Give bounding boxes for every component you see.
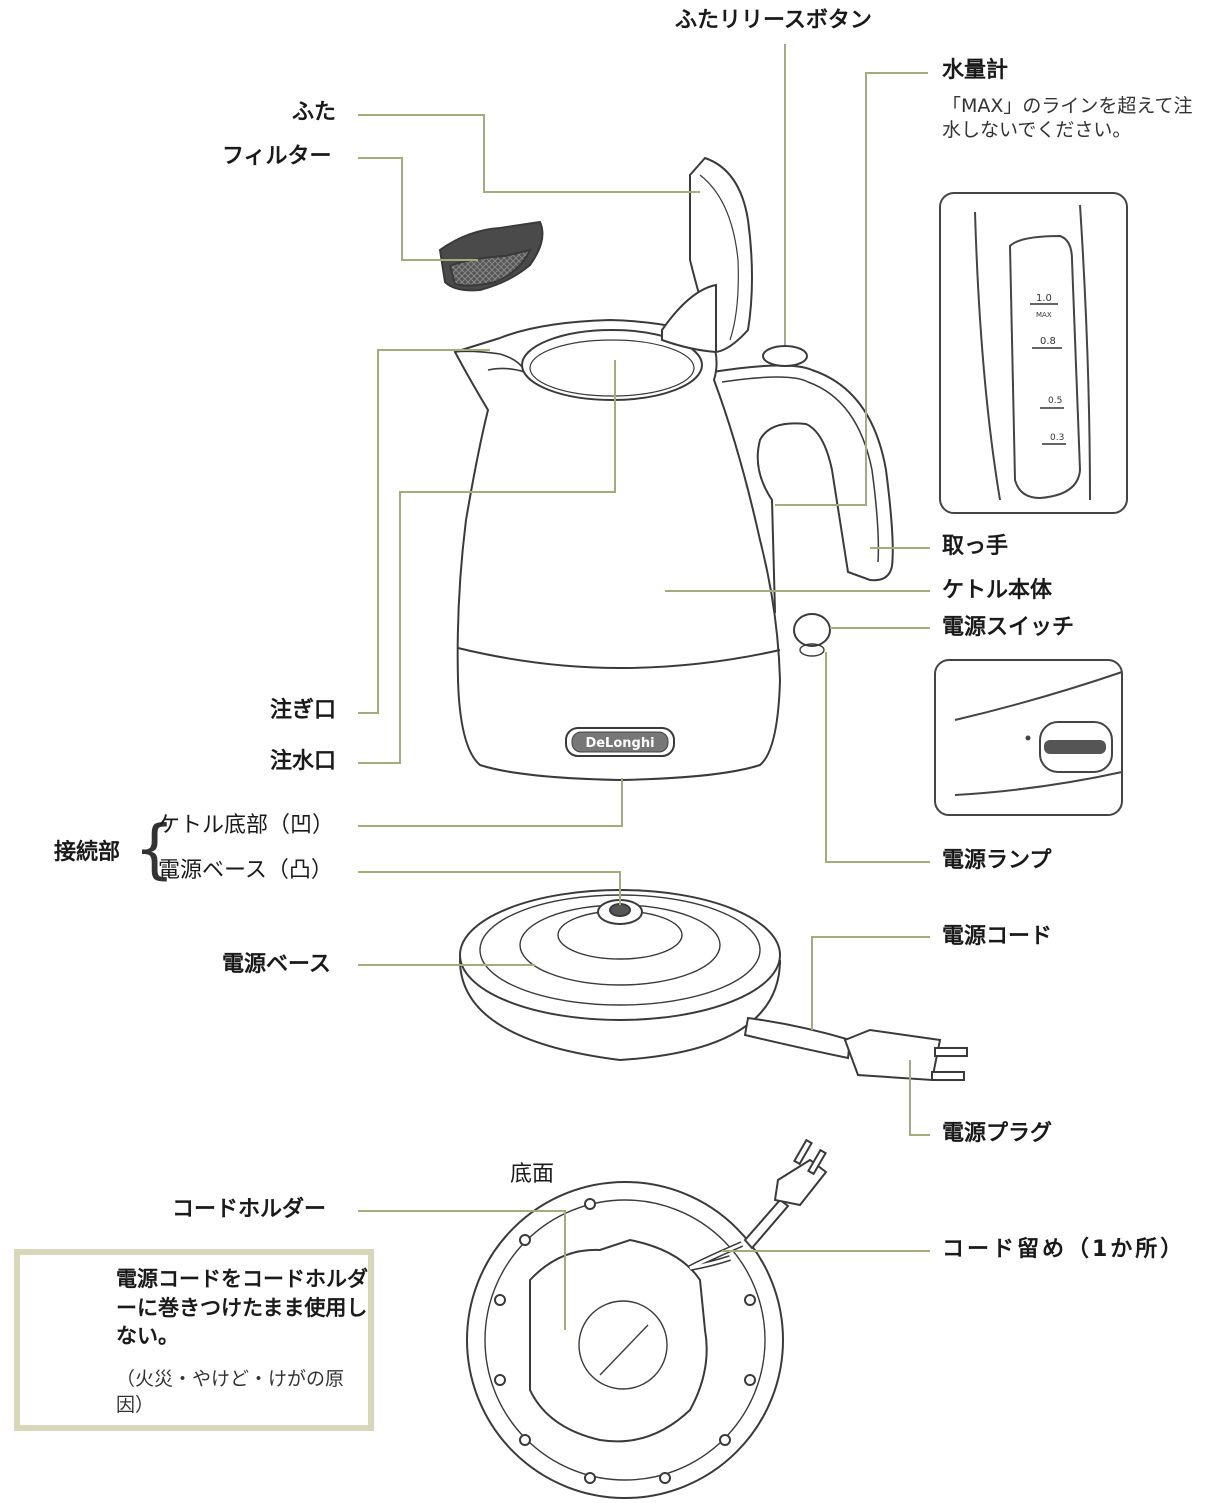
warning-bold-text: 電源コードをコードホルダーに巻きつけたまま使用しない。 [116, 1267, 368, 1349]
gauge-mark-1-0: 1.0 [1036, 293, 1052, 304]
power-switch [793, 613, 831, 647]
label-connection: 接続部 [54, 840, 121, 865]
power-switch-inset [934, 659, 1123, 816]
power-plug [843, 1028, 942, 1082]
label-handle: 取っ手 [942, 534, 1009, 559]
label-power-cord: 電源コード [942, 924, 1053, 949]
leader-power-lamp [825, 652, 930, 863]
label-bottom-view: 底面 [510, 1162, 555, 1187]
warning-thin-text: （火災・やけど・けがの原因） [116, 1368, 345, 1416]
label-power-switch: 電源スイッチ [942, 615, 1075, 640]
gauge-mark-0-3: 0.3 [1050, 433, 1064, 443]
label-power-plug: 電源プラグ [942, 1121, 1053, 1146]
water-gauge-window [1008, 234, 1082, 500]
label-cord-holder: コードホルダー [172, 1197, 327, 1222]
leader-lines [358, 44, 930, 1330]
water-gauge-inset: 1.0 MAX 0.8 0.5 0.3 [939, 192, 1128, 514]
power-base-illustration [458, 888, 968, 1082]
leader-cord-holder [358, 1210, 566, 1330]
label-kettle-bottom: ケトル底部（凹） [158, 813, 335, 838]
leader-power-cord [811, 936, 930, 1030]
label-lid: ふた [292, 100, 337, 125]
brand-logo: DeLonghi [585, 736, 654, 751]
leader-power-plug [909, 1060, 930, 1136]
gauge-mark-max: MAX [1036, 311, 1052, 319]
leader-spout [358, 349, 490, 714]
label-spout: 注ぎ口 [270, 698, 337, 723]
warning-box: 電源コードをコードホルダーに巻きつけたまま使用しない。 （火災・やけど・けがの原… [14, 1249, 374, 1431]
filter-illustration [438, 220, 544, 292]
leader-base-top [358, 871, 621, 905]
label-lid-release-button: ふたリリースボタン [675, 8, 872, 33]
gauge-mark-0-8: 0.8 [1040, 336, 1056, 347]
label-water-inlet: 注水口 [270, 749, 337, 774]
label-filter: フィルター [222, 144, 332, 169]
kettle-illustration: DeLonghi [453, 156, 894, 782]
power-cord [743, 1016, 852, 1060]
leader-water-gauge [775, 72, 928, 506]
lid-release-button [762, 345, 808, 367]
label-water-gauge: 水量計 [942, 58, 1009, 83]
leader-water-inlet [358, 360, 616, 764]
water-inlet-opening [521, 329, 703, 401]
label-power-lamp: 電源ランプ [942, 848, 1052, 873]
connection-bracket: { [134, 813, 175, 887]
label-cord-clip: コード留め（1か所） [942, 1237, 1186, 1262]
cord-holder [529, 1238, 708, 1443]
label-base-top: 電源ベース（凸） [158, 858, 333, 883]
gauge-mark-0-5: 0.5 [1048, 396, 1062, 406]
bottom-view-illustration [466, 1138, 828, 1499]
label-power-base: 電源ベース [222, 952, 331, 977]
label-kettle-body: ケトル本体 [942, 578, 1053, 603]
leader-lid [358, 114, 700, 193]
water-gauge-note: 「MAX」のラインを超えて注水しないでください。 [942, 95, 1193, 142]
leader-filter [358, 157, 478, 261]
leader-kettle-bottom [358, 778, 623, 827]
